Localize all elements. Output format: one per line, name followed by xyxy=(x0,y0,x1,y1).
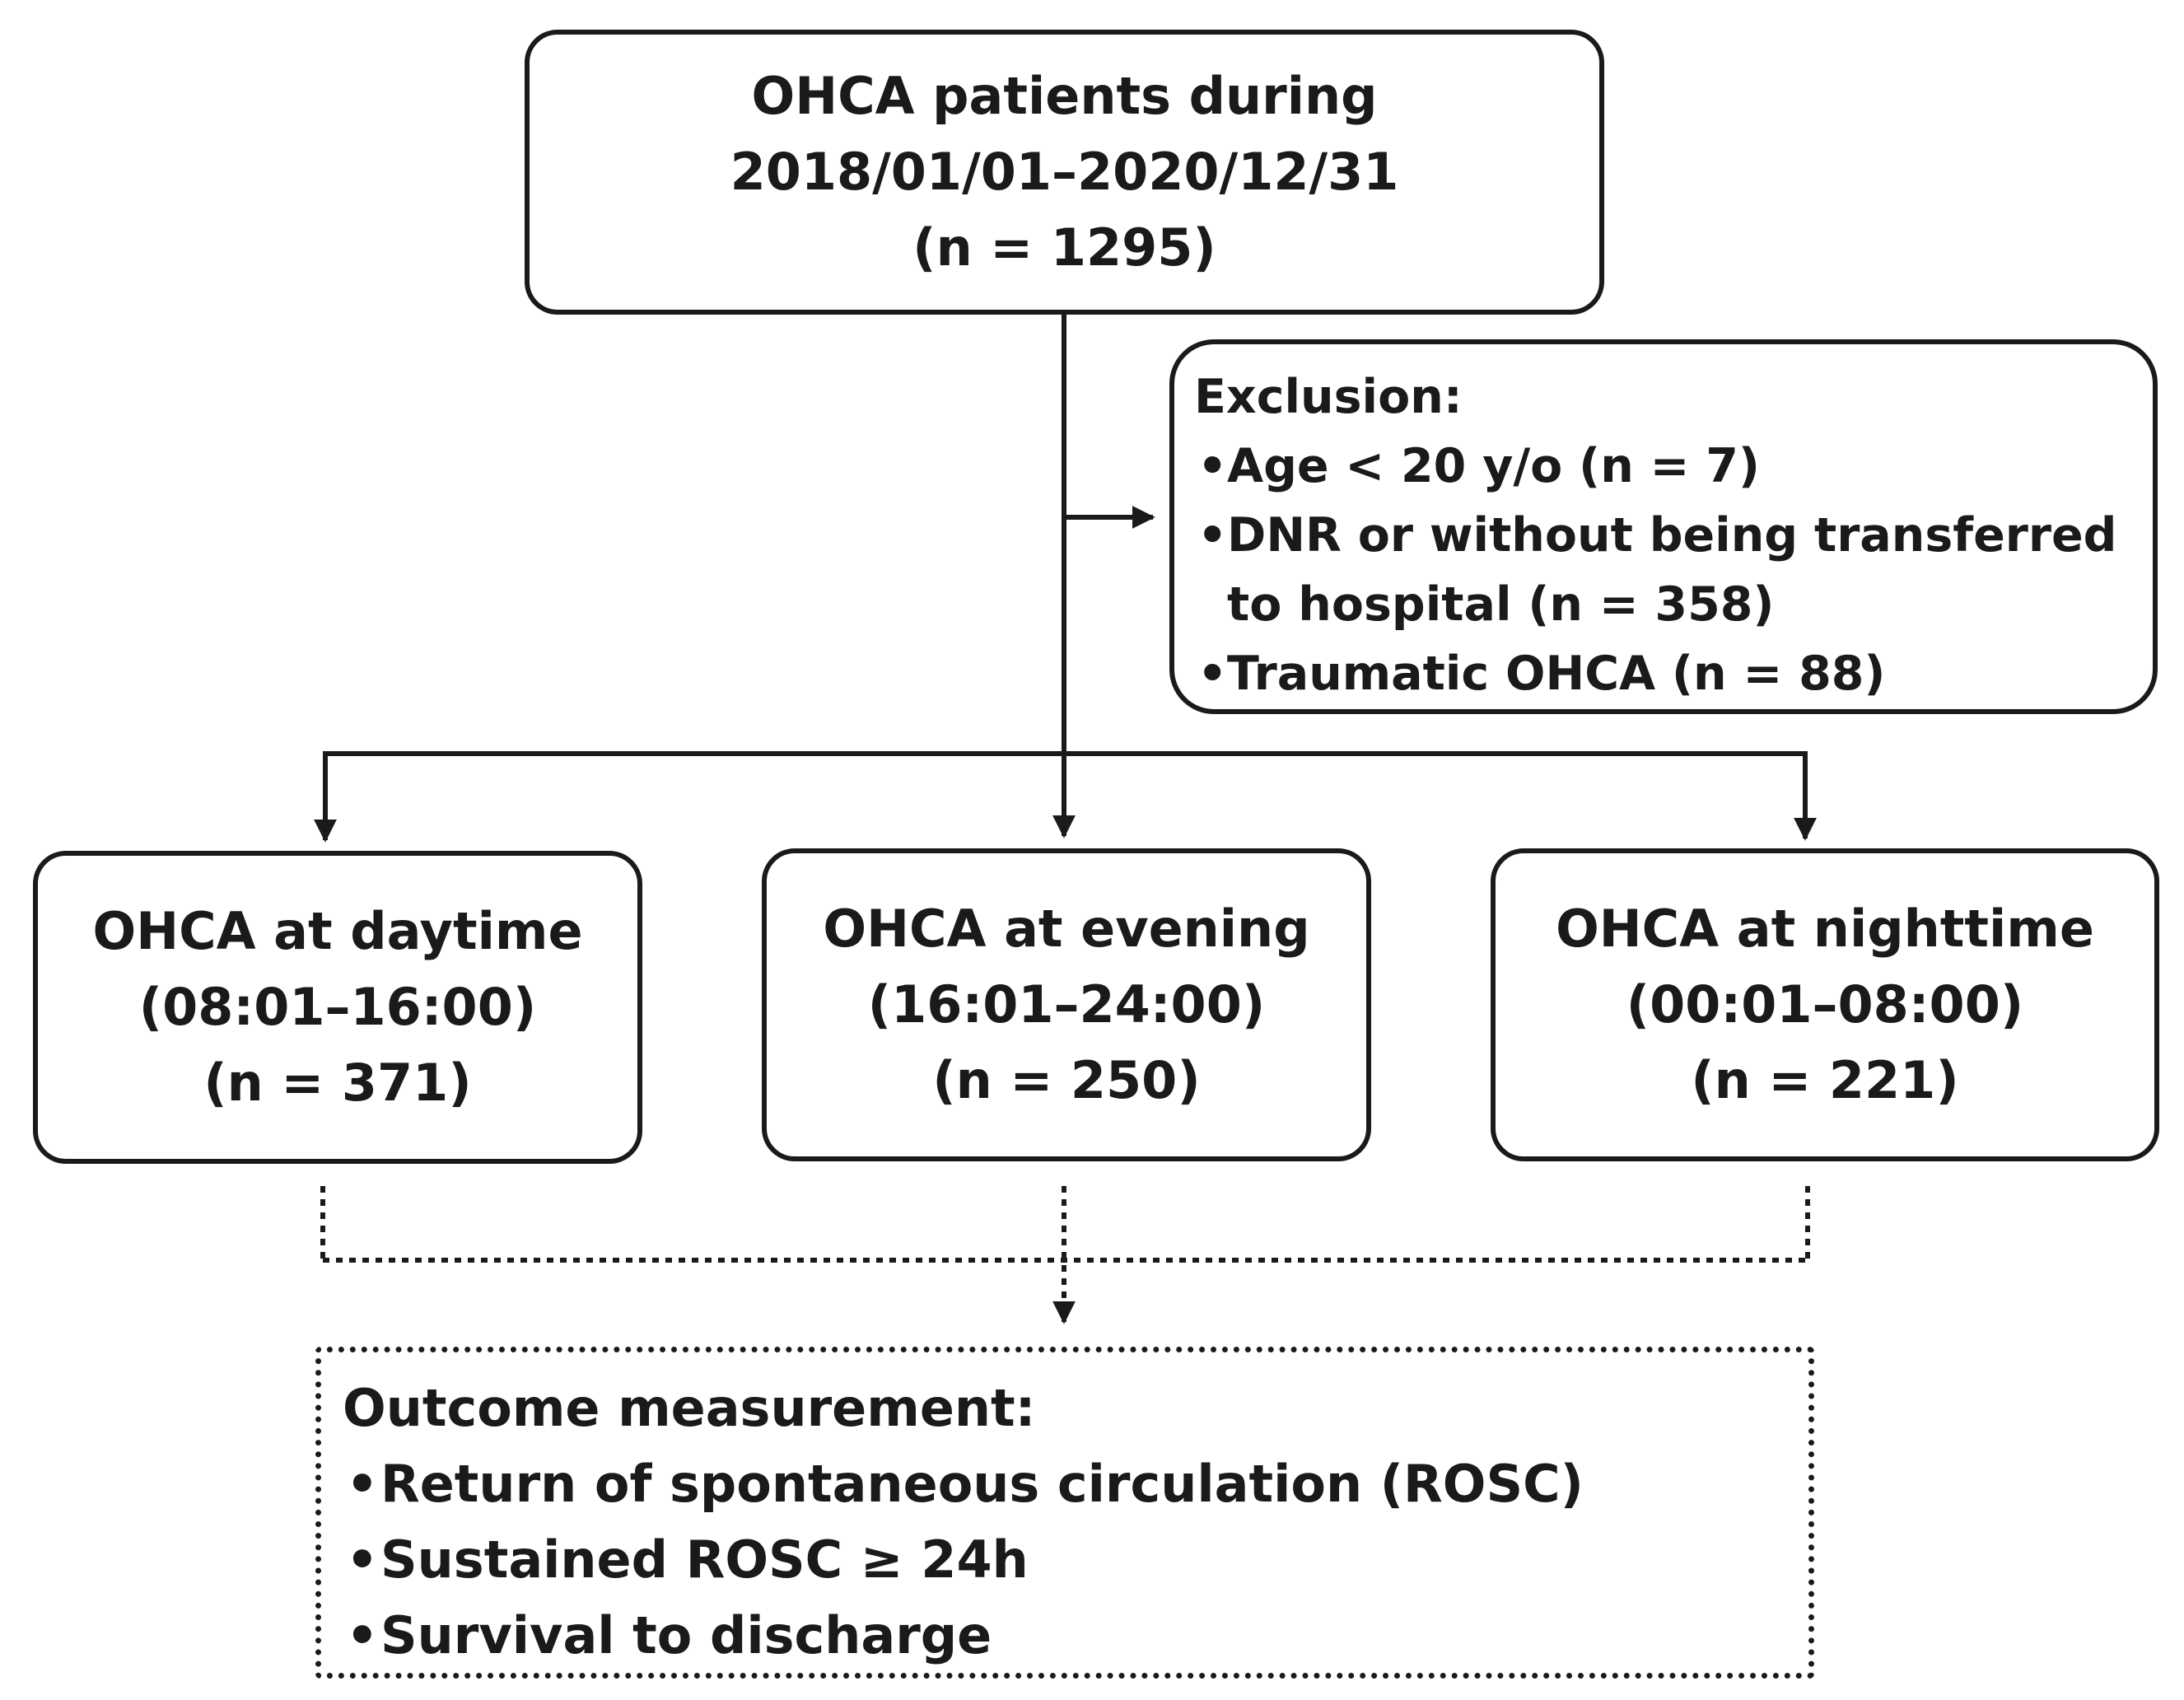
group-box-nighttime: OHCA at nighttime (00:01–08:00) (n = 221… xyxy=(1491,848,2159,1161)
exclusion-item: DNR or without being transferred to hosp… xyxy=(1194,501,2149,639)
exclusion-item: Age < 20 y/o (n = 7) xyxy=(1194,432,2149,501)
group-name: OHCA at nighttime xyxy=(1556,899,2094,959)
group-time-range: (08:01–16:00) xyxy=(138,977,537,1037)
source-date-range: 2018/01/01–2020/12/31 xyxy=(730,142,1399,202)
exclusion-box: Exclusion: Age < 20 y/o (n = 7) DNR or w… xyxy=(1169,339,2158,714)
outcome-item: Return of spontaneous circulation (ROSC) xyxy=(343,1446,1808,1522)
group-count: (n = 221) xyxy=(1691,1050,1959,1110)
group-time-range: (00:01–08:00) xyxy=(1626,974,2024,1034)
outcome-item: Sustained ROSC ≥ 24h xyxy=(343,1522,1808,1598)
group-name: OHCA at daytime xyxy=(92,901,583,961)
group-box-daytime: OHCA at daytime (08:01–16:00) (n = 371) xyxy=(33,851,642,1164)
exclusion-list: Age < 20 y/o (n = 7) DNR or without bein… xyxy=(1194,432,2153,708)
outcome-item: Survival to discharge xyxy=(343,1598,1808,1674)
group-count: (n = 250) xyxy=(932,1050,1201,1110)
source-count: (n = 1295) xyxy=(912,217,1216,278)
outcome-title: Outcome measurement: xyxy=(343,1378,1036,1438)
group-box-evening: OHCA at evening (16:01–24:00) (n = 250) xyxy=(762,848,1371,1161)
source-population-box: OHCA patients during 2018/01/01–2020/12/… xyxy=(525,30,1604,315)
source-line-1: OHCA patients during xyxy=(751,66,1378,126)
group-count: (n = 371) xyxy=(203,1053,472,1113)
exclusion-item: Traumatic OHCA (n = 88) xyxy=(1194,639,2149,708)
exclusion-title: Exclusion: xyxy=(1194,370,1463,424)
outcome-box: Outcome measurement: Return of spontaneo… xyxy=(315,1347,1814,1679)
outcome-list: Return of spontaneous circulation (ROSC)… xyxy=(343,1446,1808,1674)
group-name: OHCA at evening xyxy=(823,899,1310,959)
group-time-range: (16:01–24:00) xyxy=(867,974,1266,1034)
